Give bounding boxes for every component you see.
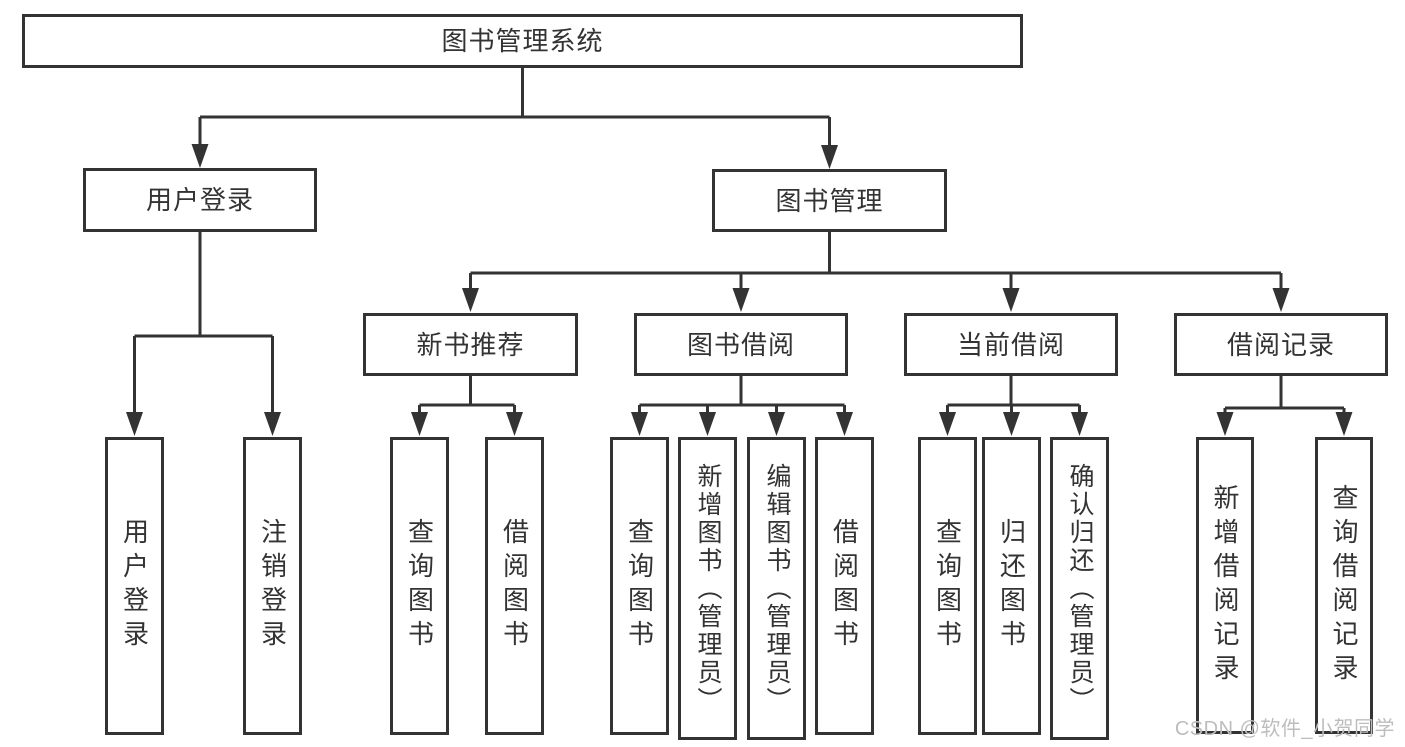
node-leaf-confirm-return-admin: 确认归还（管理员）: [1050, 437, 1109, 740]
arrowhead: [411, 412, 428, 436]
arrowhead: [126, 412, 143, 436]
edge-current-borrow-children: [939, 376, 1088, 436]
node-leaf-return-book: 归还图书: [982, 437, 1041, 735]
arrowhead: [732, 288, 750, 312]
node-new-book-recommend: 新书推荐: [363, 313, 578, 376]
node-user-login: 用户登录: [83, 168, 317, 232]
node-leaf-add-book-admin: 新增图书（管理员）: [678, 437, 737, 740]
node-leaf-user-login: 用户登录: [105, 437, 164, 735]
node-book-management: 图书管理: [712, 169, 947, 232]
arrowhead: [264, 412, 281, 436]
node-root: 图书管理系统: [22, 14, 1023, 68]
edge-new-book-children: [411, 376, 523, 436]
edge-book-mgmt-children: [462, 232, 1290, 312]
node-current-borrow: 当前借阅: [904, 313, 1118, 376]
watermark-text: CSDN @软件_小贺同学: [1174, 718, 1395, 740]
arrowhead: [1071, 412, 1088, 436]
arrowhead: [1002, 288, 1020, 312]
node-leaf-add-borrow-record: 新增借阅记录: [1196, 437, 1254, 734]
node-leaf-query-book-3: 查询图书: [918, 437, 977, 735]
arrowhead: [462, 288, 479, 312]
node-leaf-edit-book-admin: 编辑图书（管理员）: [747, 437, 806, 740]
node-leaf-logout: 注销登录: [243, 437, 302, 735]
edge-root-children: [191, 68, 838, 169]
arrowhead: [631, 412, 648, 436]
arrowhead: [821, 145, 838, 169]
arrowhead: [191, 144, 209, 168]
arrowhead: [699, 412, 716, 436]
node-book-borrow: 图书借阅: [634, 313, 848, 376]
arrowhead: [506, 412, 523, 436]
node-leaf-query-book-1: 查询图书: [390, 437, 449, 735]
edge-borrow-record-children: [1216, 376, 1353, 436]
arrowhead: [1335, 412, 1353, 436]
node-borrow-records: 借阅记录: [1174, 313, 1388, 376]
node-leaf-borrow-book-1: 借阅图书: [485, 437, 544, 735]
arrowhead: [1003, 412, 1020, 436]
edge-book-borrow-children: [631, 376, 853, 436]
node-leaf-query-borrow-record: 查询借阅记录: [1315, 437, 1373, 734]
arrowhead: [1272, 288, 1290, 312]
arrowhead: [939, 412, 956, 436]
node-leaf-query-book-2: 查询图书: [610, 437, 669, 735]
arrowhead: [768, 412, 785, 436]
edge-user-login-children: [126, 232, 281, 436]
node-leaf-borrow-book-2: 借阅图书: [815, 437, 874, 735]
arrowhead: [1216, 412, 1234, 436]
arrowhead: [836, 412, 853, 436]
